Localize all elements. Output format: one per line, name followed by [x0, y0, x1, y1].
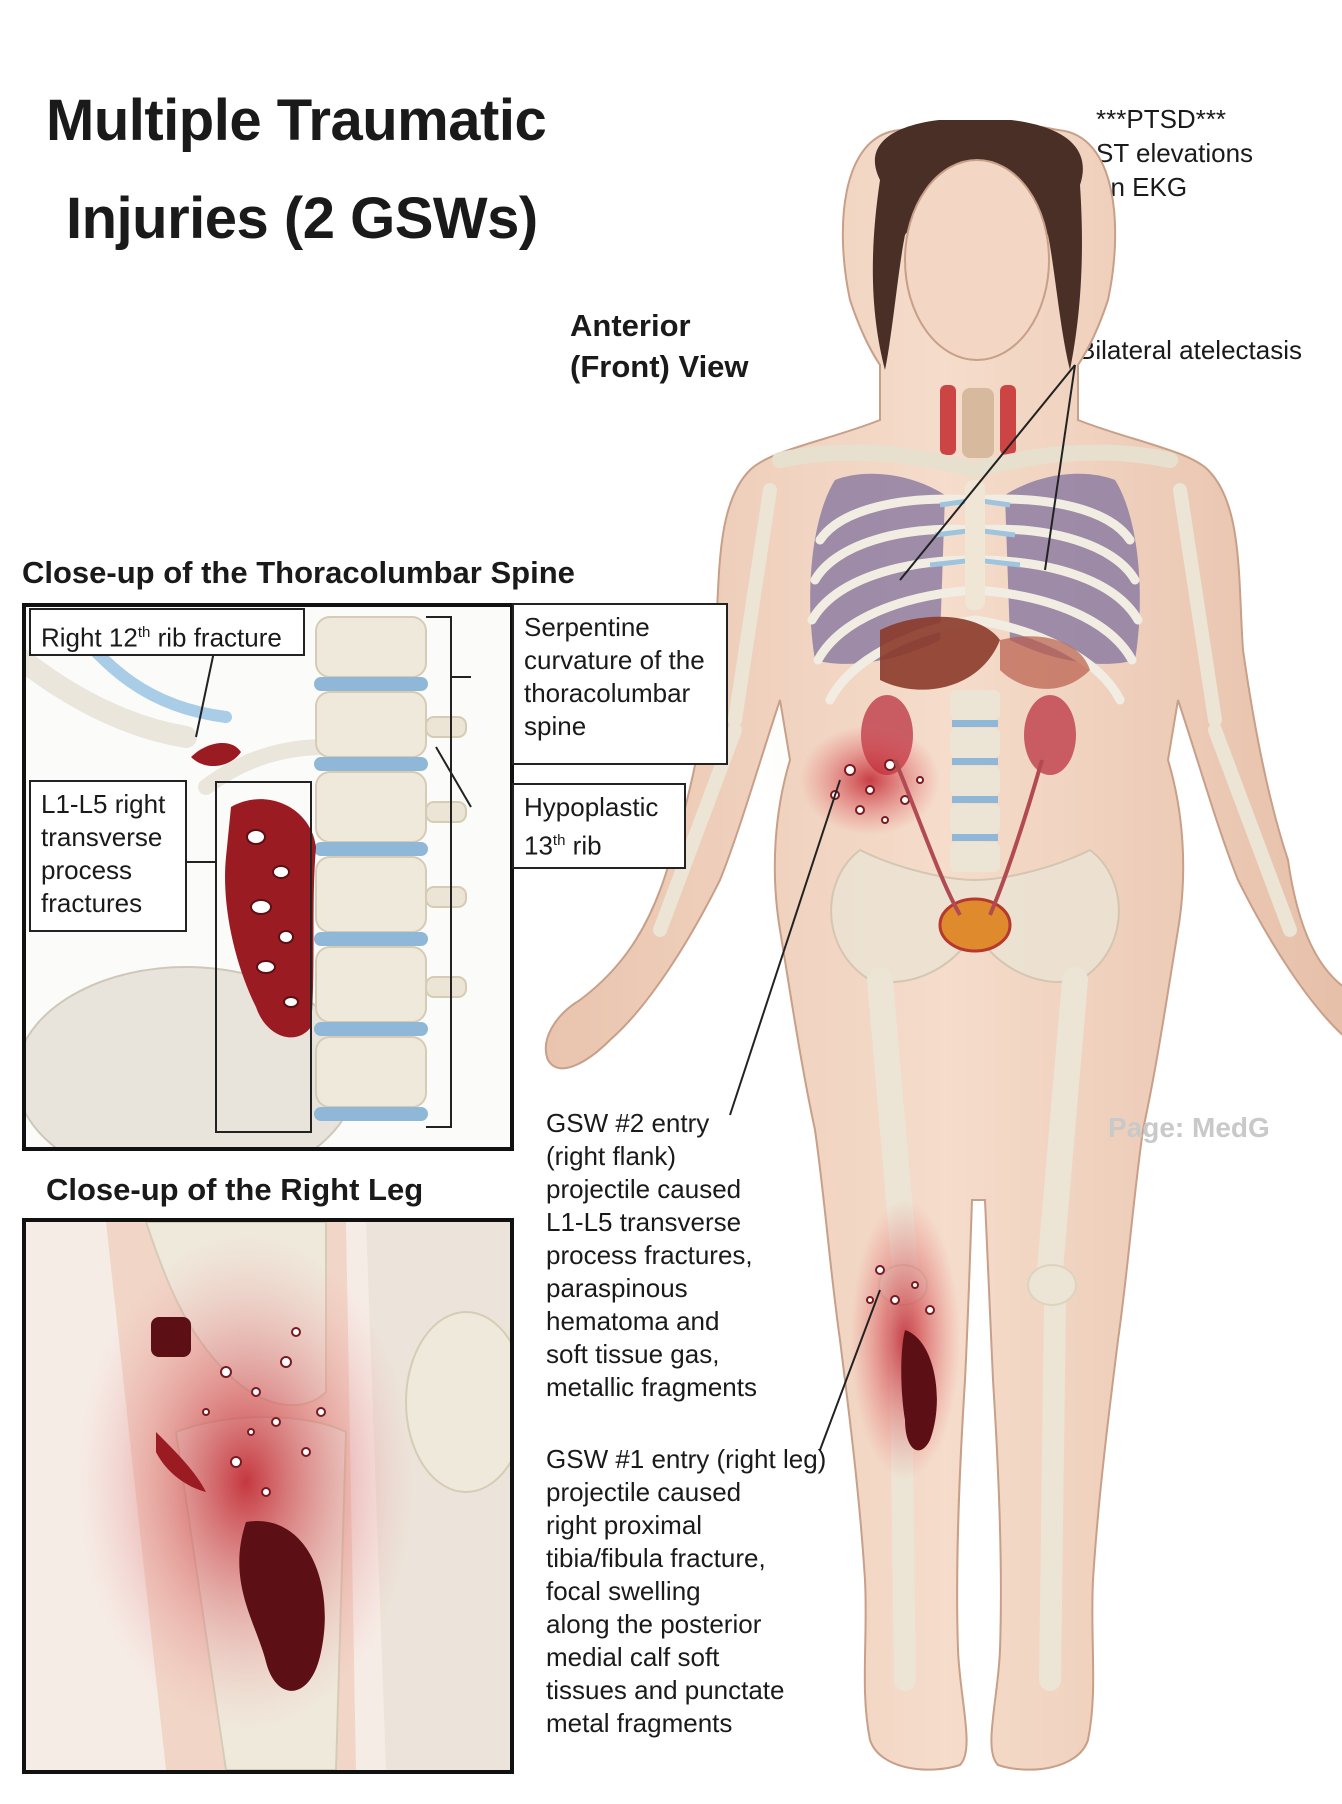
leg-fragments [866, 1265, 935, 1315]
transverse-fracture-label: L1-L5 right transverse process fractures [29, 780, 187, 932]
rib-fracture-site [191, 742, 241, 767]
spine-closeup-panel [22, 603, 514, 1151]
vertebral-column [314, 616, 467, 1121]
ptsd-note: ***PTSD*** ST elevations on EKG [1096, 102, 1253, 204]
spine-section-heading: Close-up of the Thoracolumbar Spine [22, 555, 575, 590]
neck-vessels [940, 385, 1016, 458]
ptsd-note-line-1: ***PTSD*** [1096, 104, 1227, 134]
title-line-1: Multiple Traumatic [46, 88, 547, 153]
right-leg-hematoma [901, 1330, 937, 1451]
leg-closeup-panel [22, 1218, 514, 1774]
page-title: Multiple Traumatic Injuries (2 GSWs) [46, 72, 547, 268]
leg-swelling [76, 1232, 416, 1732]
title-line-2: Injuries (2 GSWs) [66, 186, 538, 251]
rib-leader [195, 641, 217, 738]
spine-closeup-illustration [26, 607, 510, 1147]
left-kidney [1024, 695, 1076, 775]
hypoplastic-rib-label: Hypoplastic 13th rib [512, 783, 686, 869]
hypoplastic-line-2: 13th rib [524, 830, 602, 861]
rib-fracture-label: Right 12th rib fracture [29, 608, 305, 656]
flank-wound [800, 725, 940, 835]
serpentine-curvature-label: Serpentine curvature of the thoracolumba… [512, 603, 728, 765]
watermark: Page: MedG [1108, 1112, 1270, 1143]
bladder [938, 897, 1012, 953]
clavicles [772, 444, 1178, 479]
view-title: Anterior (Front) View [570, 305, 749, 387]
stomach [1000, 636, 1090, 689]
anterior-body-illustration [544, 120, 1342, 1771]
view-title-line-1: Anterior [570, 308, 691, 343]
upper-rib [26, 649, 197, 748]
left-ureter [988, 759, 1044, 916]
face [904, 159, 1050, 361]
hypoplastic-leader [435, 746, 472, 808]
gsw1-label: GSW #1 entry (right leg) projectile caus… [546, 1444, 827, 1738]
lumbar-spine [950, 690, 1000, 872]
right-ureter [893, 759, 962, 916]
sternum [965, 480, 985, 610]
spine-bracket [426, 616, 452, 1128]
transverse-process-fractures [191, 742, 316, 1038]
atelectasis-label: Bilateral atelectasis [1078, 335, 1302, 365]
flank-fragments [830, 759, 924, 824]
ptsd-note-line-2: ST elevations [1096, 138, 1254, 168]
liver [880, 616, 1000, 690]
view-title-line-2: (Front) View [570, 349, 749, 384]
hair [872, 120, 1083, 370]
tibia-fracture [156, 1432, 206, 1492]
punctate-fragments [202, 1327, 326, 1497]
leg-section-heading: Close-up of the Right Leg [46, 1172, 424, 1207]
entry-wound [151, 1317, 191, 1357]
gsw2-label: GSW #2 entry (right flank) projectile ca… [546, 1108, 757, 1402]
fracture-highlight-box [215, 781, 312, 1133]
leg-closeup-illustration [26, 1222, 510, 1770]
calf-hematoma [239, 1521, 325, 1691]
leader-lines [729, 364, 1076, 1451]
twelfth-rib [198, 739, 334, 795]
